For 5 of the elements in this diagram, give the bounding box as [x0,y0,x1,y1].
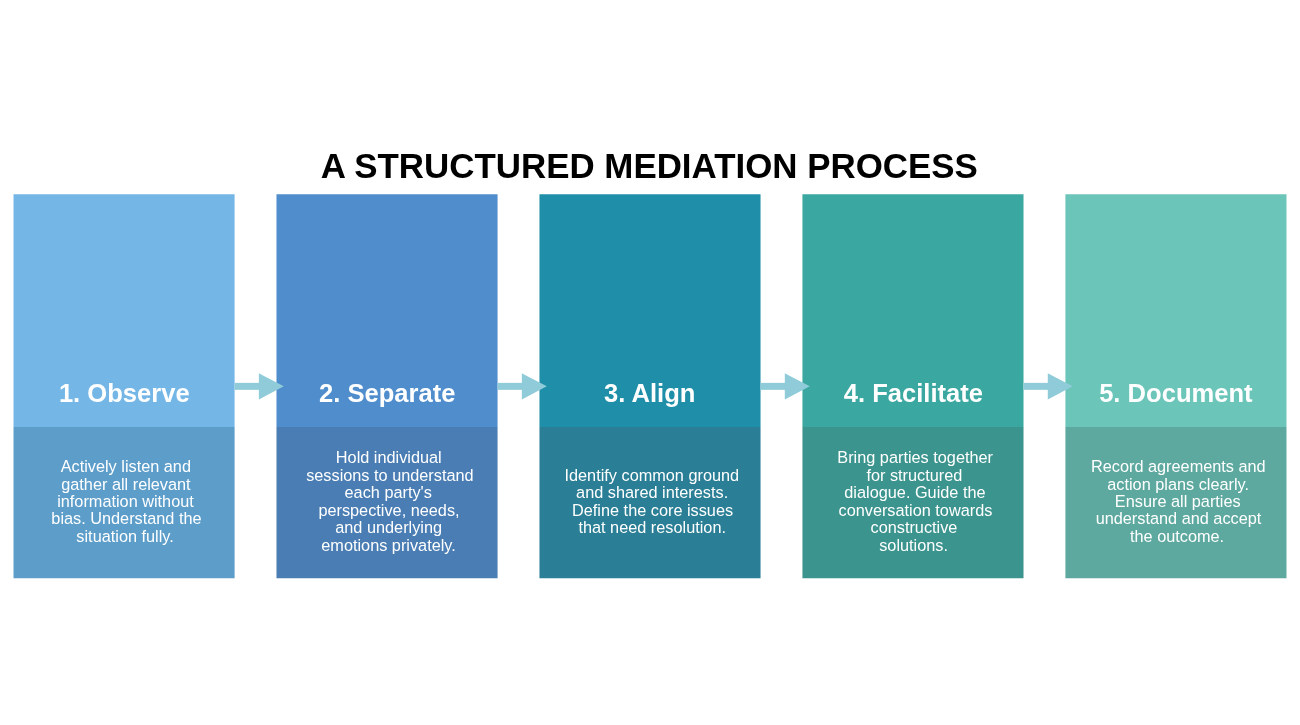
diagram-title: A STRUCTURED MEDIATION PROCESS [320,146,978,186]
arrow [760,373,810,400]
arrow [497,373,547,400]
arrow [1023,373,1073,400]
arrow [234,373,284,400]
